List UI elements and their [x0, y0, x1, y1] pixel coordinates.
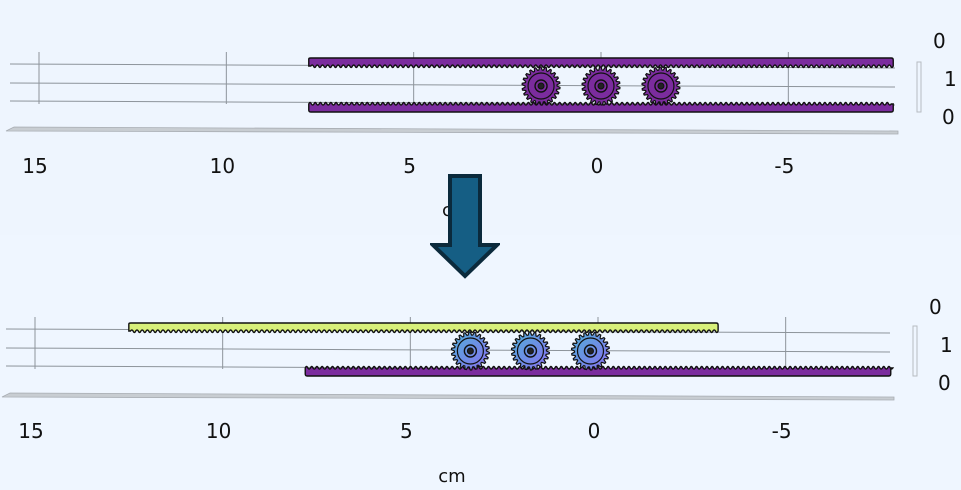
- gear-axle: [537, 82, 545, 90]
- bottom-pinion-gear: [570, 331, 611, 371]
- gear-axle: [586, 347, 594, 355]
- bottom-pinion-gear: [450, 331, 490, 371]
- top-upper-rack: [308, 57, 894, 69]
- bottom-z-axis-box: [912, 325, 918, 377]
- x-tick-label: 0: [587, 419, 601, 443]
- top-pinion-gear: [581, 66, 621, 106]
- y-axis-label: 0: [933, 29, 946, 53]
- x-tick-label: 5: [399, 419, 413, 443]
- gear-hub: [594, 79, 608, 93]
- y-axis-label: 0: [929, 295, 942, 319]
- y-axis-label: 0: [938, 371, 951, 395]
- gear-hub: [654, 79, 668, 93]
- gear-hub: [534, 79, 548, 93]
- gear-axle: [526, 347, 534, 355]
- gear-axle: [466, 347, 474, 355]
- down-arrow-icon: [430, 174, 500, 279]
- x-tick-label: 5: [403, 154, 417, 178]
- arrow-shape: [430, 174, 500, 279]
- bottom-pinion-gear: [510, 331, 551, 371]
- x-tick-label: 0: [590, 154, 604, 178]
- gear-ring: [456, 337, 484, 365]
- gear-hub: [463, 344, 478, 358]
- y-axis-label: 0: [942, 105, 955, 129]
- gear-ring: [576, 337, 605, 365]
- gear-ring: [516, 337, 545, 365]
- x-tick-label: 10: [209, 154, 236, 178]
- y-axis-label: 1: [940, 333, 953, 357]
- y-axis-label: 1: [944, 67, 957, 91]
- bottom-base-plane: [1, 392, 895, 401]
- x-tick-label: 15: [18, 419, 44, 443]
- x-tick-label: -5: [771, 419, 792, 443]
- x-tick-label: 10: [205, 419, 232, 443]
- x-tick-label: 15: [22, 154, 48, 178]
- bottom-lower-rack: [304, 365, 895, 377]
- top-pinion-gear: [641, 66, 681, 106]
- gear-ring: [527, 72, 555, 100]
- gear-ring: [647, 72, 675, 100]
- unit-label: cm: [438, 466, 466, 487]
- gear-axle: [657, 82, 665, 90]
- gear-hub: [523, 344, 538, 358]
- bottom-upper-rack: [128, 322, 719, 334]
- top-grid-line: [9, 82, 896, 88]
- gear-hub: [583, 344, 598, 358]
- gear-axle: [597, 82, 605, 90]
- top-z-axis-box: [916, 61, 922, 113]
- top-base-plane: [5, 126, 899, 135]
- bottom-view-canvas: [1, 317, 918, 401]
- gear-ring: [587, 72, 615, 100]
- top-pinion-gear: [521, 66, 561, 106]
- bottom-grid-line: [5, 347, 891, 353]
- top-view-canvas: [5, 52, 922, 135]
- x-tick-label: -5: [774, 154, 795, 178]
- top-unit-label-partial: c: [442, 200, 452, 221]
